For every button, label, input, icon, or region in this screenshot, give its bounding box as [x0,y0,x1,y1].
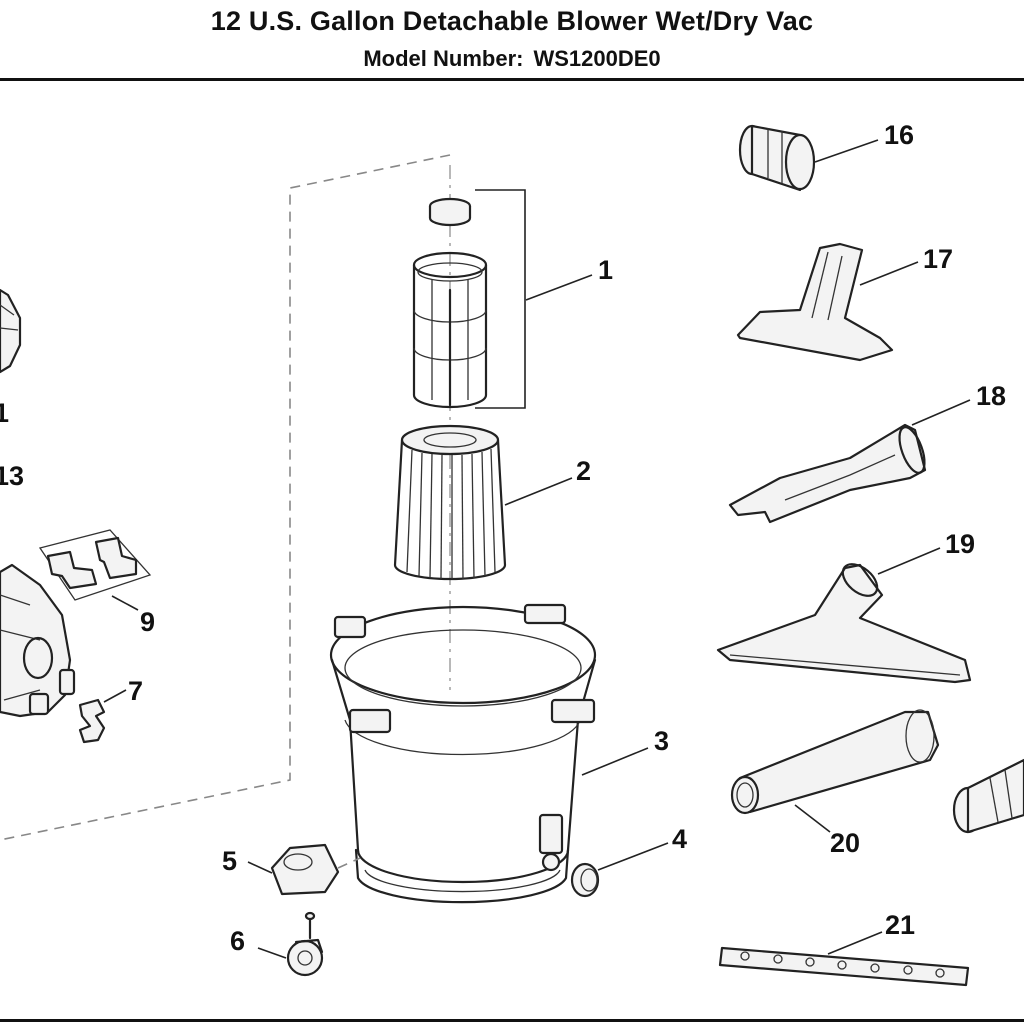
diagram-title: 12 U.S. Gallon Detachable Blower Wet/Dry… [210,6,814,36]
callout-6: 6 [230,926,245,956]
header-rule [0,78,1024,81]
part-powerhead-partial [0,288,22,374]
callout-16: 16 [884,120,914,150]
model-number-label: Model Number: [363,46,524,71]
assembly-outline [0,154,451,841]
part-1-float-cage [412,197,488,409]
callout-2: 2 [576,456,591,486]
part-6-caster-wheel [286,911,324,977]
callout-5: 5 [222,846,237,876]
callout-19: 19 [945,529,975,559]
part-19-floor-nozzle [716,563,972,684]
footer-rule [0,1019,1024,1022]
callout-20: 20 [830,828,860,858]
diagram-header: 12 U.S. Gallon Detachable Blower Wet/Dry… [0,0,1024,80]
model-line: Model Number: WS1200DE0 [0,46,1024,72]
callout-18: 18 [976,381,1006,411]
part-21-extension-strip [718,946,970,987]
callout-7: 7 [128,676,143,706]
callout-1: 1 [598,255,613,285]
part-20-blower-nozzle [730,709,940,815]
callout-partial-1: 1 [0,398,9,428]
callout-3: 3 [654,726,669,756]
part-7-clip [78,698,106,744]
part-5-caster-foot [270,843,340,896]
part-3-drum [329,603,597,904]
callout-17: 17 [923,244,953,274]
part-blower-housing-partial [0,563,76,718]
part-2-pleated-filter [393,424,507,581]
callout-21: 21 [885,910,915,940]
callout-13: 13 [0,461,24,491]
part-18-crevice-tool [728,423,927,524]
part-16-hose-coupling [738,124,816,192]
part-hose-end-partial [952,758,1024,834]
model-number-value: WS1200DE0 [533,46,661,71]
part-1-bracket [475,189,526,409]
part-4-drain-cap [570,862,600,898]
callout-9: 9 [140,607,155,637]
callout-4: 4 [672,824,687,854]
part-17-utility-nozzle [736,242,894,362]
part-9-latches [38,529,152,601]
